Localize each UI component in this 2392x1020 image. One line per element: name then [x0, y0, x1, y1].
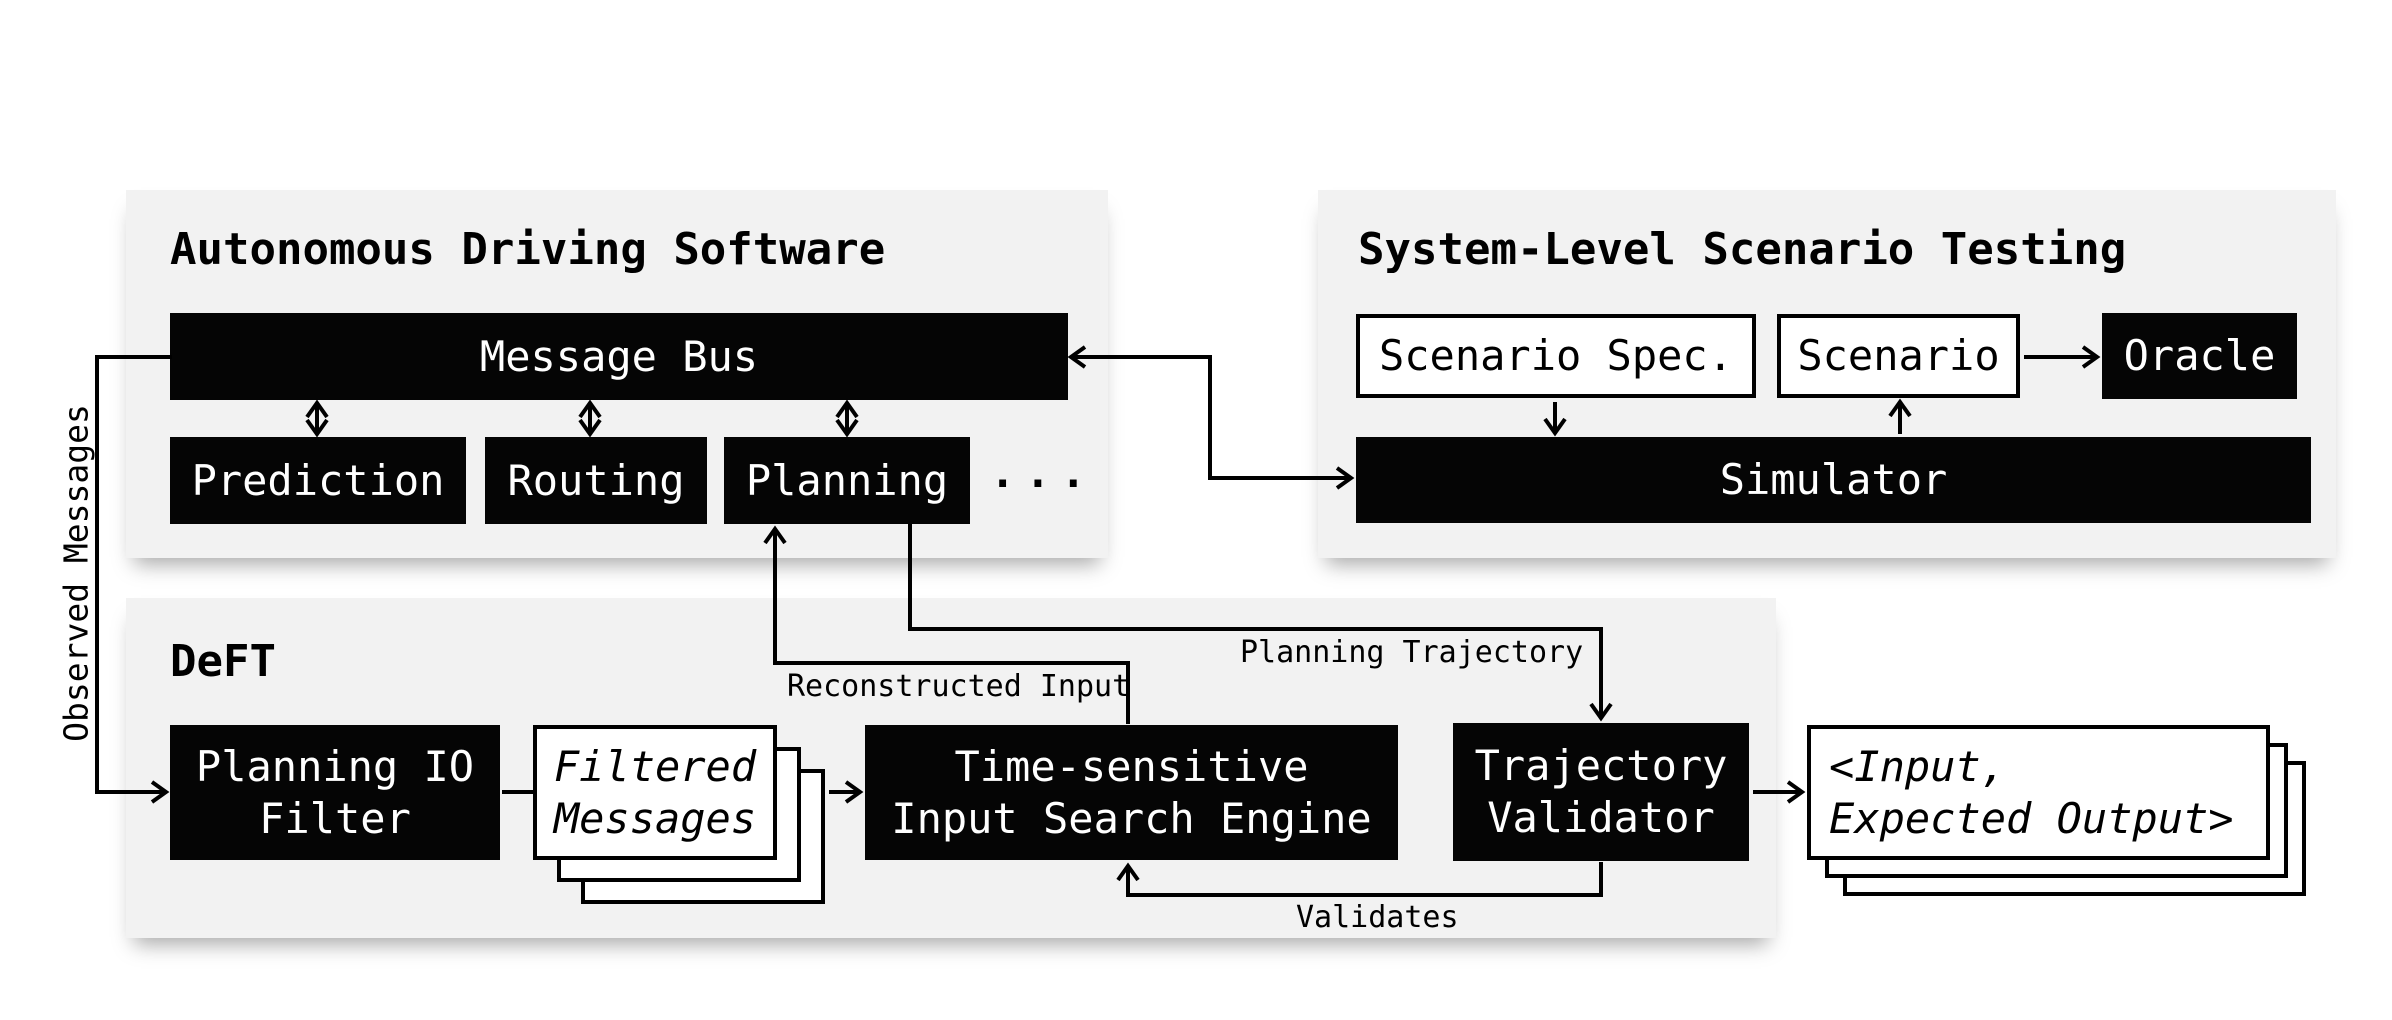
scenario-spec-node: Scenario Spec.: [1356, 314, 1756, 398]
deft-panel-title: DeFT: [170, 636, 276, 687]
time-sensitive-input-search-engine-node: Time-sensitive Input Search Engine: [865, 725, 1398, 860]
routing-node: Routing: [485, 437, 707, 524]
filtered-messages-node: Filtered Messages: [533, 725, 777, 860]
scenario-node: Scenario: [1777, 314, 2020, 398]
simulator-node: Simulator: [1356, 437, 2311, 523]
edge-bus-simulator-bidirectional: [1067, 345, 1355, 490]
slst-panel-title: System-Level Scenario Testing: [1358, 224, 2127, 275]
oracle-node: Oracle: [2102, 313, 2297, 399]
trajectory-validator-node: Trajectory Validator: [1453, 723, 1749, 861]
prediction-node: Prediction: [170, 437, 466, 524]
ads-panel-title: Autonomous Driving Software: [170, 224, 886, 275]
validates-label: Validates: [1296, 900, 1459, 935]
planning-node: Planning: [724, 437, 970, 524]
more-modules-ellipsis: ...: [990, 448, 1096, 497]
message-bus-node: Message Bus: [170, 313, 1068, 400]
observed-messages-label: Observed Messages: [56, 404, 96, 742]
planning-io-filter-node: Planning IO Filter: [170, 725, 500, 860]
io-pairs-node: <Input, Expected Output>: [1807, 725, 2270, 860]
planning-trajectory-label: Planning Trajectory: [1240, 635, 1584, 670]
reconstructed-input-label: Reconstructed Input: [787, 669, 1131, 704]
